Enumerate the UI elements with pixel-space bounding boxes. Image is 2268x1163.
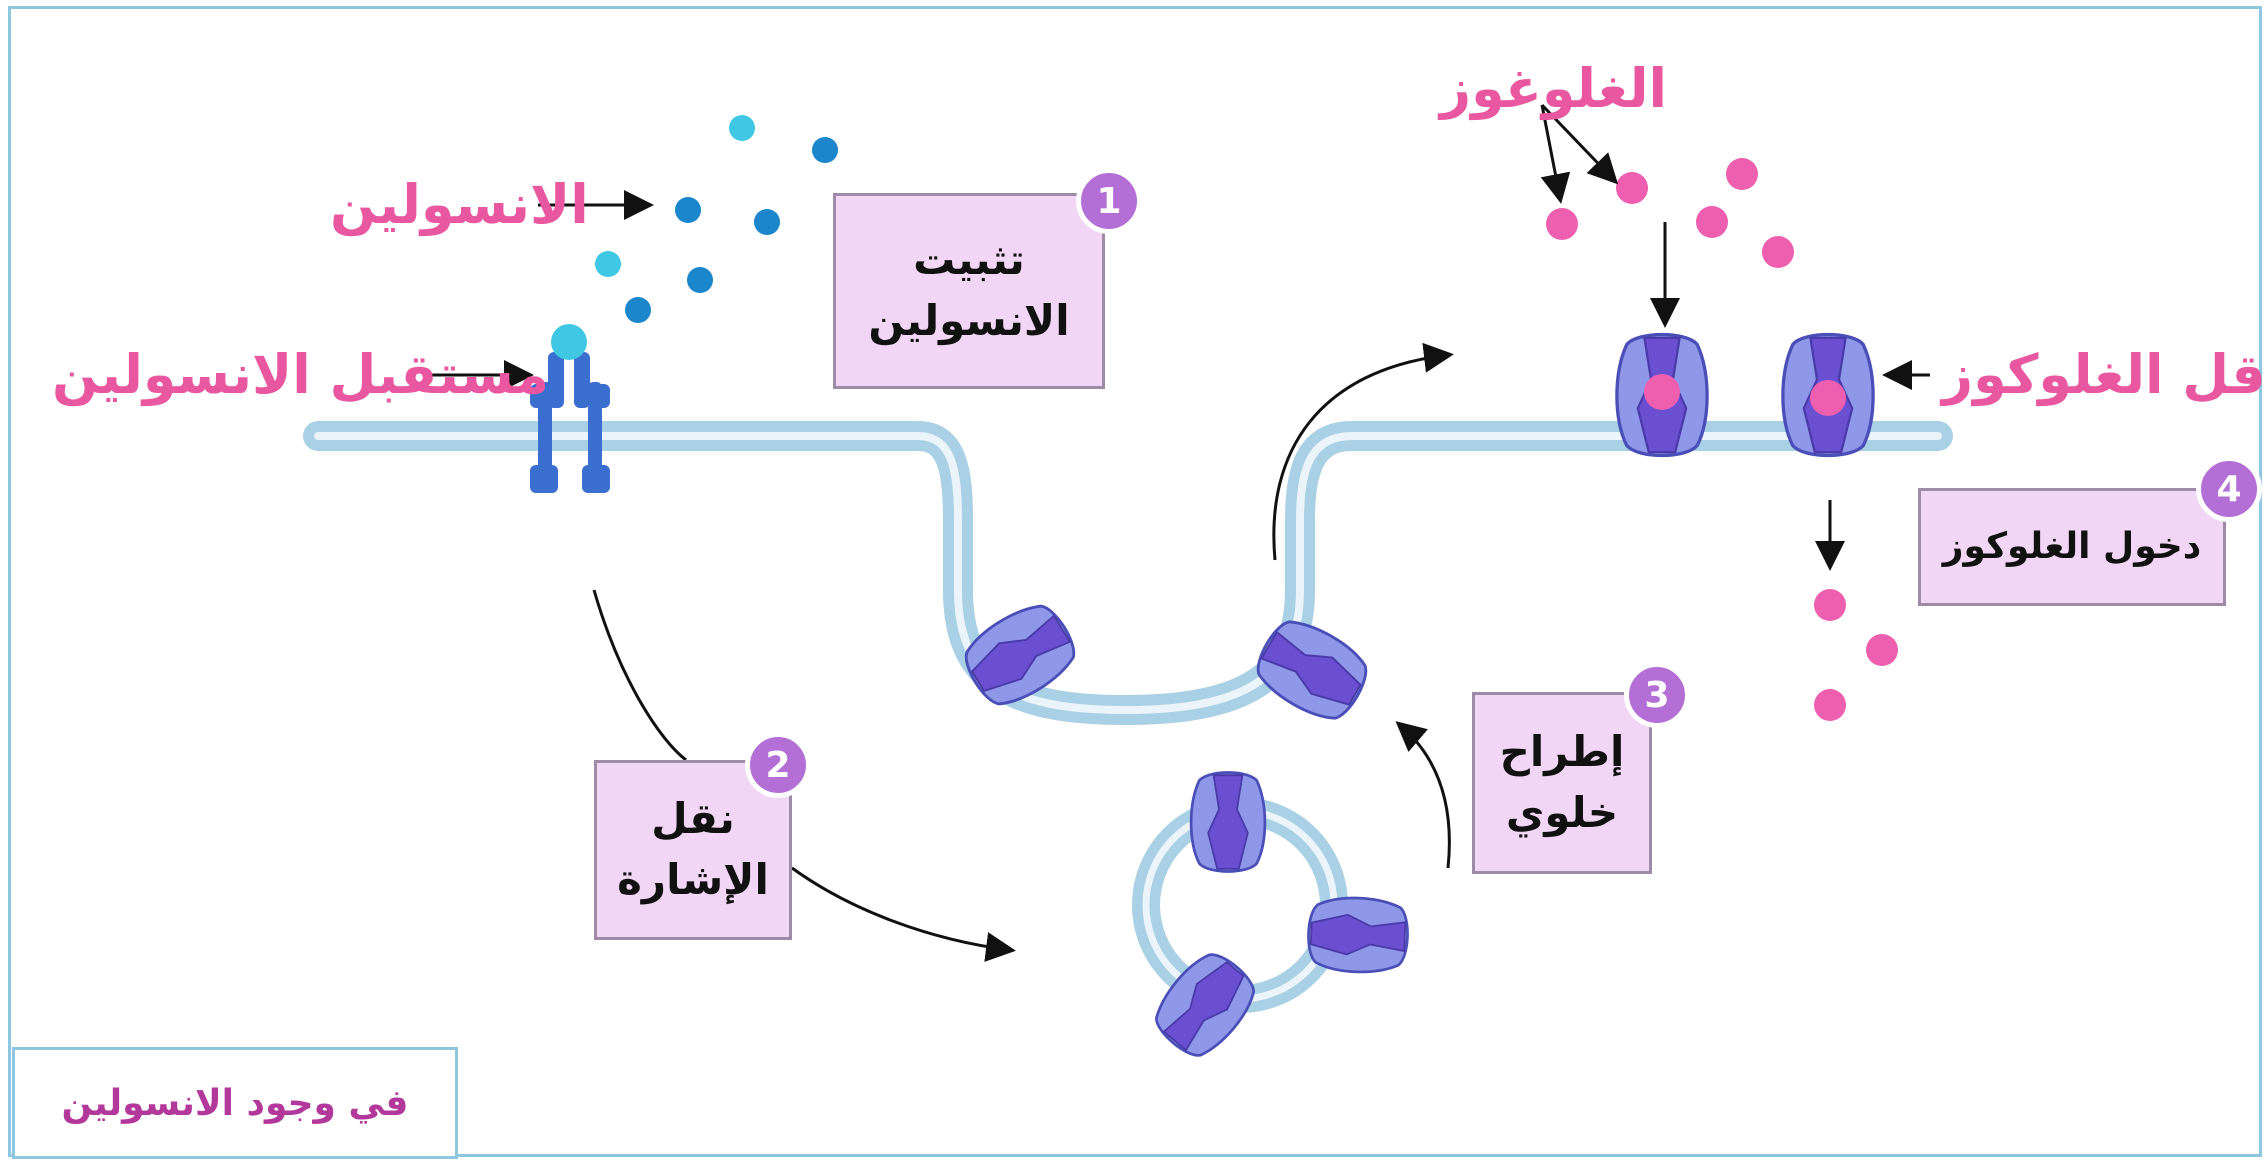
insulin-molecule [812, 137, 838, 163]
insulin-molecule [729, 115, 755, 141]
glucose-molecule [1762, 236, 1794, 268]
step-1-badge: 1 [1076, 168, 1142, 234]
arrow-icon [594, 590, 686, 760]
step-1-text: تثبيت الانسولين [868, 230, 1069, 352]
insulin-molecule [625, 297, 651, 323]
glucose-molecule [1814, 589, 1846, 621]
insulin-molecule [754, 209, 780, 235]
glucose-transporter-icon [1307, 896, 1409, 973]
arrow-icon [792, 868, 1010, 950]
glucose-molecule [1814, 689, 1846, 721]
insulin-receptor-label: مستقبل الانسولين [52, 348, 549, 402]
glucose-label: الغلوغوز [1440, 62, 1667, 116]
step-3-box: إطراح خلوي [1472, 692, 1652, 874]
glucose-molecule [1726, 158, 1758, 190]
step-1-box: تثبيت الانسولين [833, 193, 1105, 389]
glucose-transporter-label: ناقل الغلوكوز [1942, 348, 2268, 402]
step-3-text: إطراح خلوي [1500, 722, 1625, 844]
cell-membrane [318, 436, 1938, 710]
step-4-text: دخول الغلوكوز [1943, 521, 2201, 573]
glucose-molecule [1696, 206, 1728, 238]
arrow-icon [1400, 725, 1449, 868]
caption-box: في وجود الانسولين [12, 1047, 458, 1159]
step-2-badge: 2 [745, 732, 811, 798]
step-4-box: دخول الغلوكوز [1918, 488, 2226, 606]
insulin-molecule [595, 251, 621, 277]
step-3-badge: 3 [1624, 662, 1690, 728]
insulin-label: الانسولين [330, 178, 589, 232]
glucose-transporter-icon [1783, 335, 1873, 456]
insulin-molecule [687, 267, 713, 293]
insulin-molecule [675, 197, 701, 223]
caption-text: في وجود الانسولين [62, 1083, 409, 1124]
glucose-molecule [1546, 208, 1578, 240]
glucose-transporter-icon [1247, 610, 1376, 730]
glucose-molecule [1616, 172, 1648, 204]
glucose-transporter-icon [1617, 335, 1707, 456]
insulin-molecule-group [595, 115, 838, 323]
glucose-transporter-icon [1191, 773, 1265, 872]
step-2-text: نقل الإشارة [617, 789, 769, 911]
step-4-badge: 4 [2196, 456, 2262, 522]
glucose-molecule [1866, 634, 1898, 666]
